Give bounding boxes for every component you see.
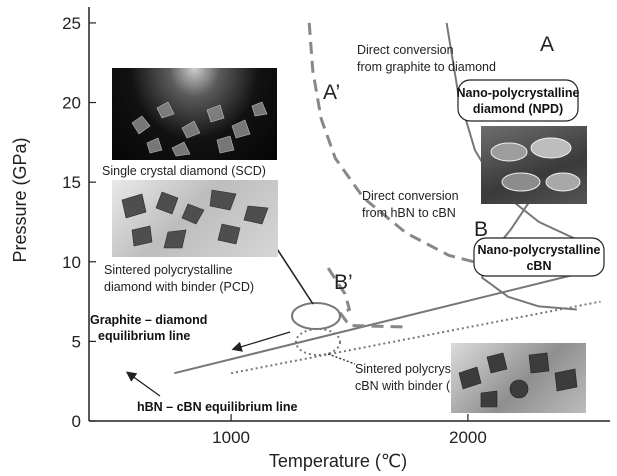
region-b-label: B xyxy=(474,218,488,241)
pcbn-caption-2: cBN with binder (PCD) xyxy=(355,379,481,393)
gd-line-label-2: equilibrium line xyxy=(98,329,190,343)
region-a-prime-label: A’ xyxy=(323,81,340,104)
arrow-to-gd-line xyxy=(231,331,291,352)
series-line-4 xyxy=(307,22,502,267)
scd-photo xyxy=(112,68,277,160)
series-line-0 xyxy=(174,271,582,375)
y-axis-label: Pressure (GPa) xyxy=(10,137,30,262)
npd-photo xyxy=(481,126,587,204)
direct-graphite-text-1: Direct conversion xyxy=(357,43,454,57)
gd-line-label-1: Graphite – diamond xyxy=(90,313,207,327)
region-a-label: A xyxy=(540,33,554,56)
direct-graphite-text-2: from graphite to diamond xyxy=(357,60,496,74)
arrow-to-pcbn xyxy=(327,353,356,365)
pcd-caption-2: diamond with binder (PCD) xyxy=(104,280,254,294)
ncbn-box xyxy=(473,237,605,277)
series-line-5 xyxy=(326,267,409,329)
y-tick-label: 10 xyxy=(62,253,81,272)
direct-hbn-text-1: Direct conversion xyxy=(362,189,459,203)
y-tick-label: 0 xyxy=(72,412,81,431)
pcbn-photo xyxy=(451,343,586,413)
scd-caption: Single crystal diamond (SCD) xyxy=(102,164,266,178)
arrow-to-hbn-line xyxy=(125,371,161,397)
y-tick-label: 5 xyxy=(72,332,81,351)
x-tick-label: 2000 xyxy=(449,428,487,447)
x-tick-label: 1000 xyxy=(212,428,250,447)
pcd-caption-1: Sintered polycrystalline xyxy=(104,263,233,277)
y-tick-label: 15 xyxy=(62,173,81,192)
region-b-prime-label: B’ xyxy=(334,271,353,294)
ncbn-text-1: Nano-polycrystalline xyxy=(478,243,601,257)
ncbn-text-2: cBN xyxy=(526,259,551,273)
npd-box xyxy=(457,79,579,122)
direct-hbn-text-2: from hBN to cBN xyxy=(362,206,456,220)
npd-text-1: Nano-polycrystalline xyxy=(457,86,580,100)
x-axis-label: Temperature (℃) xyxy=(269,451,407,471)
hbn-cbn-circle xyxy=(295,328,341,356)
pcd-photo xyxy=(112,180,278,257)
hbn-line-label: hBN – cBN equilibrium line xyxy=(137,400,297,414)
ticks: 0 5 10 15 20 25 1000 2000 xyxy=(62,14,487,447)
graphite-diamond-circle xyxy=(291,302,341,330)
y-tick-label: 20 xyxy=(62,94,81,113)
y-tick-label: 25 xyxy=(62,14,81,33)
npd-text-2: diamond (NPD) xyxy=(473,102,563,116)
